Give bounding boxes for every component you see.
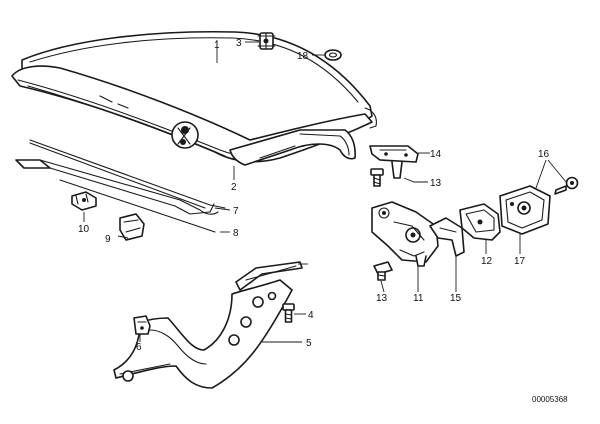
callout-4: 4 bbox=[308, 310, 314, 321]
plate-part-19[interactable] bbox=[235, 261, 303, 291]
callout-6: 6 bbox=[136, 342, 142, 353]
callout-8: 8 bbox=[233, 228, 239, 239]
lock-cylinder-part-17[interactable] bbox=[499, 185, 551, 235]
callout-5: 5 bbox=[306, 338, 312, 349]
callout-10: 10 bbox=[78, 224, 90, 235]
callout-12: 12 bbox=[481, 256, 493, 267]
callout-2: 2 bbox=[231, 182, 237, 193]
callout-9: 9 bbox=[105, 234, 111, 245]
clip-part-3[interactable] bbox=[257, 32, 276, 50]
callout-17: 17 bbox=[514, 256, 526, 267]
bracket-part-9[interactable] bbox=[119, 213, 145, 241]
lock-part-11[interactable] bbox=[371, 201, 439, 267]
cover-part-12[interactable] bbox=[459, 203, 501, 241]
bolt-part-13-upper[interactable] bbox=[370, 168, 384, 187]
trunk-lid[interactable] bbox=[11, 30, 377, 166]
callout-13-lower: 13 bbox=[376, 293, 388, 304]
callout-13-upper: 13 bbox=[430, 178, 442, 189]
callout-labels: 1 2 3 4 5 6 7 8 9 10 11 12 13 13 14 15 1… bbox=[78, 38, 568, 404]
striker-bracket-part-14[interactable] bbox=[369, 145, 419, 179]
latch-part-15[interactable] bbox=[429, 217, 465, 257]
callout-7: 7 bbox=[233, 206, 239, 217]
grommet-part-18[interactable] bbox=[324, 49, 342, 61]
bolt-part-13-lower[interactable] bbox=[373, 261, 393, 281]
detail-marker bbox=[171, 121, 199, 149]
callout-14: 14 bbox=[430, 149, 442, 160]
leader-lines bbox=[83, 40, 567, 343]
release-rods[interactable] bbox=[15, 139, 226, 233]
callout-11: 11 bbox=[413, 293, 424, 304]
callout-15: 15 bbox=[450, 293, 462, 304]
reference-code: 00005368 bbox=[532, 395, 568, 404]
callout-18: 18 bbox=[297, 51, 309, 62]
bolt-part-4[interactable] bbox=[282, 303, 295, 323]
callout-3: 3 bbox=[236, 38, 242, 49]
callout-16: 16 bbox=[538, 149, 550, 160]
screw-part-16[interactable] bbox=[554, 176, 579, 195]
clip-part-10[interactable] bbox=[71, 191, 97, 211]
clip-part-6[interactable] bbox=[133, 315, 151, 335]
callout-1: 1 bbox=[214, 40, 220, 51]
